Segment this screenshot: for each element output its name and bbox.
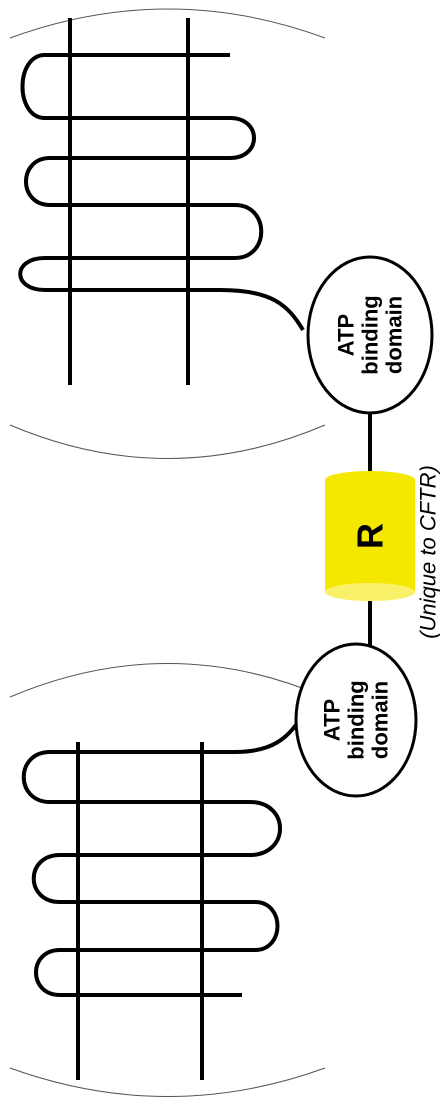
atp-domain-upper-line2: binding bbox=[358, 295, 383, 374]
membrane-arc-upper-middle bbox=[9, 424, 326, 459]
r-domain-note: (Unique to CFTR) bbox=[416, 465, 441, 639]
transmembrane-helix-bottom bbox=[21, 709, 307, 997]
membrane-arc-bottom bbox=[9, 1067, 326, 1097]
atp-domain-lower-line3: domain bbox=[368, 681, 393, 759]
r-domain-body bbox=[325, 480, 415, 592]
r-domain-cap-bottom bbox=[325, 583, 415, 601]
membrane-arc-lower-middle bbox=[9, 663, 326, 698]
atp-domain-lower-line2: binding bbox=[344, 680, 369, 759]
atp-binding-domain-lower: ATP binding domain bbox=[294, 642, 418, 798]
r-domain-cap-top bbox=[325, 471, 415, 489]
membrane-arc-top bbox=[9, 8, 326, 39]
atp-binding-domain-upper: ATP binding domain bbox=[306, 255, 434, 415]
r-domain: R bbox=[325, 471, 415, 601]
r-domain-label: R bbox=[350, 523, 391, 549]
atp-domain-lower-line1: ATP bbox=[320, 699, 345, 741]
atp-domain-upper-outline bbox=[306, 255, 434, 415]
transmembrane-helix-top bbox=[18, 53, 305, 332]
atp-domain-upper-line1: ATP bbox=[334, 314, 359, 356]
atp-domain-lower-outline bbox=[294, 642, 418, 798]
atp-domain-upper-line3: domain bbox=[382, 296, 407, 374]
